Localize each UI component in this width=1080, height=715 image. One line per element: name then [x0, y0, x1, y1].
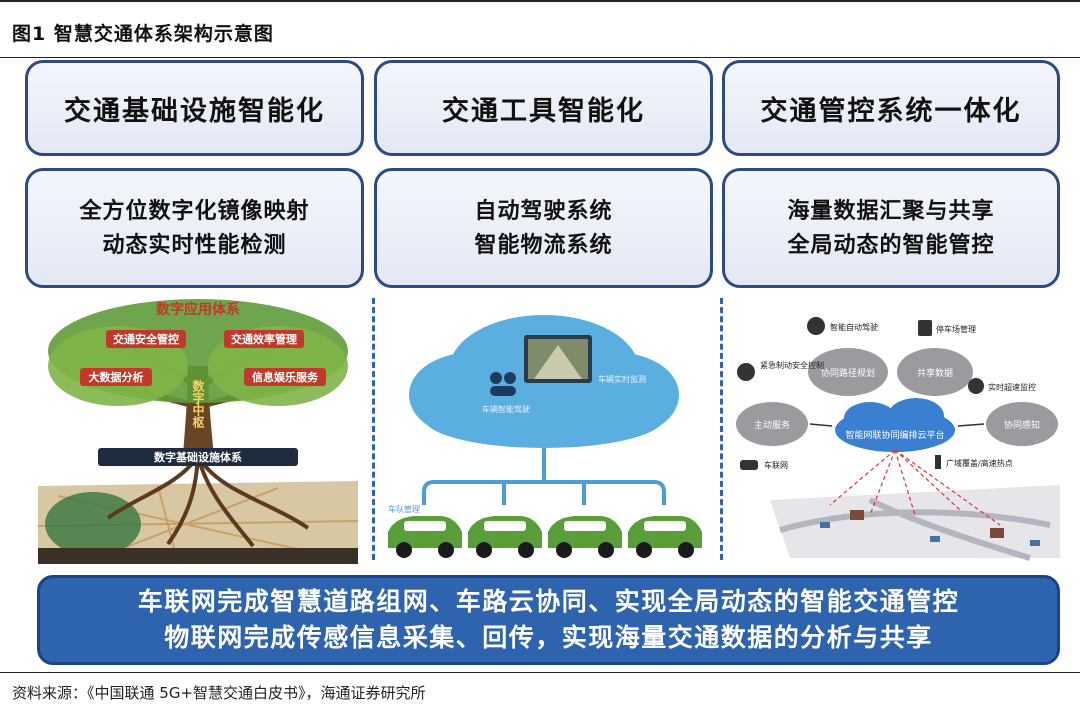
- tree-label: 交通效率管理: [231, 332, 297, 346]
- network-node-label: 紧急制动安全控制: [760, 360, 824, 370]
- network-platform-illustration: 协同路径规划 共享数据 主动服务 协同感知 智能网联协同编排云平台 智能自动驾驶…: [736, 317, 1060, 561]
- network-node-label: 停车场管理: [936, 324, 976, 334]
- network-node-label: 主动服务: [754, 419, 790, 431]
- tree-label: 大数据分析: [89, 370, 144, 384]
- tree-base-label: 数字基础设施体系: [154, 450, 242, 464]
- figure-title: 图1 智慧交通体系架构示意图: [12, 23, 274, 45]
- figure-header: 图1 智慧交通体系架构示意图: [0, 0, 1080, 58]
- infrastructure-label: 交通基础设施智能化: [64, 95, 325, 127]
- control-detail-line: 全局动态的智能管控: [787, 232, 995, 258]
- tree-label: 交通安全管控: [113, 332, 179, 346]
- network-node-label: 车联网: [764, 460, 788, 470]
- cloud-label: 车辆智能驾驶: [482, 404, 530, 414]
- tree-trunk-label: 数字中枢: [191, 379, 205, 429]
- network-node-label: 广域覆盖/高速热点: [946, 458, 1013, 468]
- tree-arc-text: 数字应用体系: [156, 301, 240, 318]
- infrastructure-detail-line: 全方位数字化镜像映射: [79, 197, 310, 224]
- column-divider: [372, 298, 375, 560]
- cloud-label: 车队管理: [388, 504, 420, 514]
- network-node-label: 实时超速监控: [988, 382, 1036, 392]
- summary-banner: 车联网完成智慧道路组网、车路云协同、实现全局动态的智能交通管控 物联网完成传感信…: [37, 575, 1060, 665]
- network-node-label: 共享数据: [917, 367, 953, 379]
- digital-tree-illustration: 数字应用体系 交通安全管控 交通效率管理 大数据分析 信息娱乐服务 数字中枢 数…: [38, 299, 358, 565]
- infrastructure-detail-line: 动态实时性能检测: [102, 232, 287, 258]
- control-system-box: 交通管控系统一体化: [722, 60, 1060, 156]
- banner-line: 车联网完成智慧道路组网、车路云协同、实现全局动态的智能交通管控: [137, 586, 960, 616]
- banner-line: 物联网完成传感信息采集、回传，实现海量交通数据的分析与共享: [164, 623, 933, 652]
- platform-label: 智能网联协同编排云平台: [845, 429, 944, 441]
- network-node-label: 协同路径规划: [821, 367, 875, 379]
- vehicle-detail-line: 智能物流系统: [474, 232, 613, 258]
- column-divider: [720, 298, 723, 560]
- cloud-label: 车辆实时监测: [598, 374, 646, 384]
- network-node-label: 协同感知: [1004, 419, 1040, 431]
- control-system-label: 交通管控系统一体化: [760, 95, 1022, 127]
- source-divider: [0, 672, 1080, 673]
- network-node-label: 智能自动驾驶: [830, 322, 878, 332]
- infrastructure-detail-box: 全方位数字化镜像映射 动态实时性能检测: [25, 168, 364, 288]
- source-note: 资料来源：《中国联通 5G+智慧交通白皮书》，海通证券研究所: [12, 684, 426, 702]
- vehicle-label: 交通工具智能化: [442, 95, 645, 127]
- tree-label: 信息娱乐服务: [252, 370, 319, 384]
- vehicle-box: 交通工具智能化: [374, 60, 713, 156]
- vehicle-detail-line: 自动驾驶系统: [474, 197, 613, 224]
- infrastructure-box: 交通基础设施智能化: [25, 60, 364, 156]
- vehicle-detail-box: 自动驾驶系统 智能物流系统: [374, 168, 713, 288]
- control-detail-box: 海量数据汇聚与共享 全局动态的智能管控: [722, 168, 1060, 288]
- cloud-vehicle-illustration: 车辆智能驾驶 车辆实时监测 车队管理: [388, 315, 702, 558]
- control-detail-line: 海量数据汇聚与共享: [787, 197, 995, 224]
